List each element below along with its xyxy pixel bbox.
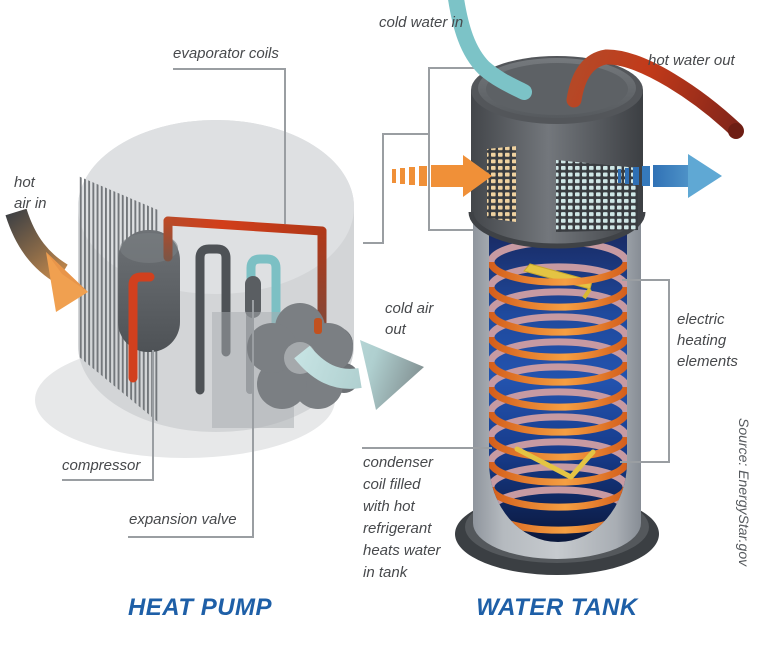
heat-pump-title: HEAT PUMP <box>127 594 273 621</box>
label-condenser-coil: condenser coil filled with hot refrigera… <box>363 454 441 581</box>
label-cold-air-out: cold air out <box>385 300 434 338</box>
water-tank-unit <box>448 0 744 575</box>
cool-air-exhaust-arrow <box>618 154 722 198</box>
refrigerant-pipe-teal <box>246 254 281 349</box>
cold-water-in-pipe <box>448 0 532 100</box>
label-expansion-valve: expansion valve <box>129 511 237 528</box>
hot-air-in-arrow <box>5 208 88 312</box>
label-evaporator-coils: evaporator coils <box>173 45 279 62</box>
source-credit: Source: EnergyStar.gov <box>736 418 752 567</box>
condenser-coil-spiral <box>489 238 627 534</box>
heat-pump-to-tank-connector <box>363 67 488 244</box>
leader-lines <box>62 68 670 538</box>
hot-water-out-pipe <box>566 49 744 138</box>
label-hot-water-out: hot water out <box>648 52 735 69</box>
label-hot-air-in: hot air in <box>14 174 47 212</box>
leader-heating-elements <box>620 279 670 463</box>
label-cold-water-in: cold water in <box>379 14 464 31</box>
leader-expansion-valve <box>128 300 254 538</box>
label-compressor: compressor <box>62 457 141 474</box>
expansion-valve-body <box>245 276 261 318</box>
leader-evaporator-coils <box>173 68 286 224</box>
leader-compressor <box>62 350 154 481</box>
label-electric-heating-elements: electric heating elements <box>677 311 738 370</box>
heating-element-lower <box>514 446 596 480</box>
cap-vent-left <box>487 146 516 222</box>
water-tank-title: WATER TANK <box>476 594 638 621</box>
cold-air-out-arrow <box>294 340 424 410</box>
compressor-pipe <box>128 272 155 383</box>
cap-vent-front <box>556 160 638 232</box>
evaporator-coil-top <box>163 216 327 236</box>
warm-air-intake-arrow <box>392 155 492 197</box>
hot-water-pipe-tip <box>728 123 744 139</box>
refrigerant-pipe-dark <box>195 244 231 395</box>
tank-heat-pump-cap <box>468 56 646 249</box>
